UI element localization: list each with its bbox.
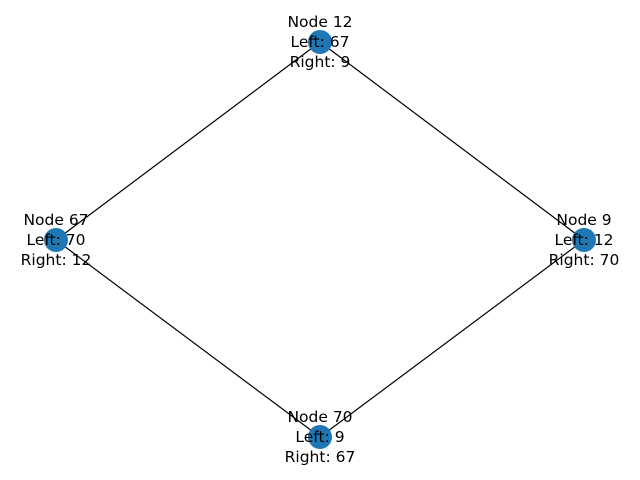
node-67 bbox=[44, 228, 68, 252]
node-label-line: Left: 9 bbox=[295, 428, 344, 446]
node-9 bbox=[572, 228, 596, 252]
edge-9-70 bbox=[319, 239, 585, 438]
node-label-line: Node 70 bbox=[287, 408, 352, 426]
node-label-67: Node 67 Left: 70 Right: 12 bbox=[21, 211, 92, 269]
node-label-line: Left: 12 bbox=[554, 231, 613, 249]
node-label-line: Node 12 bbox=[287, 13, 352, 31]
node-label-line: Right: 70 bbox=[549, 251, 620, 269]
node-label-70: Node 70 Left: 9 Right: 67 bbox=[285, 408, 356, 466]
node-label-line: Right: 12 bbox=[21, 251, 92, 269]
labels-layer: Node 12 Left: 67 Right: 9 Node 67 Left: 70 Ri… bbox=[21, 13, 620, 466]
edge-12-67 bbox=[55, 41, 321, 241]
edge-67-70 bbox=[55, 239, 321, 438]
node-label-line: Left: 67 bbox=[290, 33, 349, 51]
node-70 bbox=[308, 425, 332, 449]
node-label-line: Node 67 bbox=[23, 211, 88, 229]
node-label-9: Node 9 Left: 12 Right: 70 bbox=[549, 211, 620, 269]
nodes-layer bbox=[44, 30, 596, 449]
node-label-line: Right: 9 bbox=[290, 53, 351, 71]
node-label-line: Left: 70 bbox=[26, 231, 85, 249]
node-12 bbox=[308, 30, 332, 54]
node-label-12: Node 12 Left: 67 Right: 9 bbox=[287, 13, 352, 71]
node-label-line: Node 9 bbox=[556, 211, 611, 229]
node-label-line: Right: 67 bbox=[285, 448, 356, 466]
edges-layer bbox=[55, 41, 585, 438]
edge-12-9 bbox=[319, 41, 585, 241]
